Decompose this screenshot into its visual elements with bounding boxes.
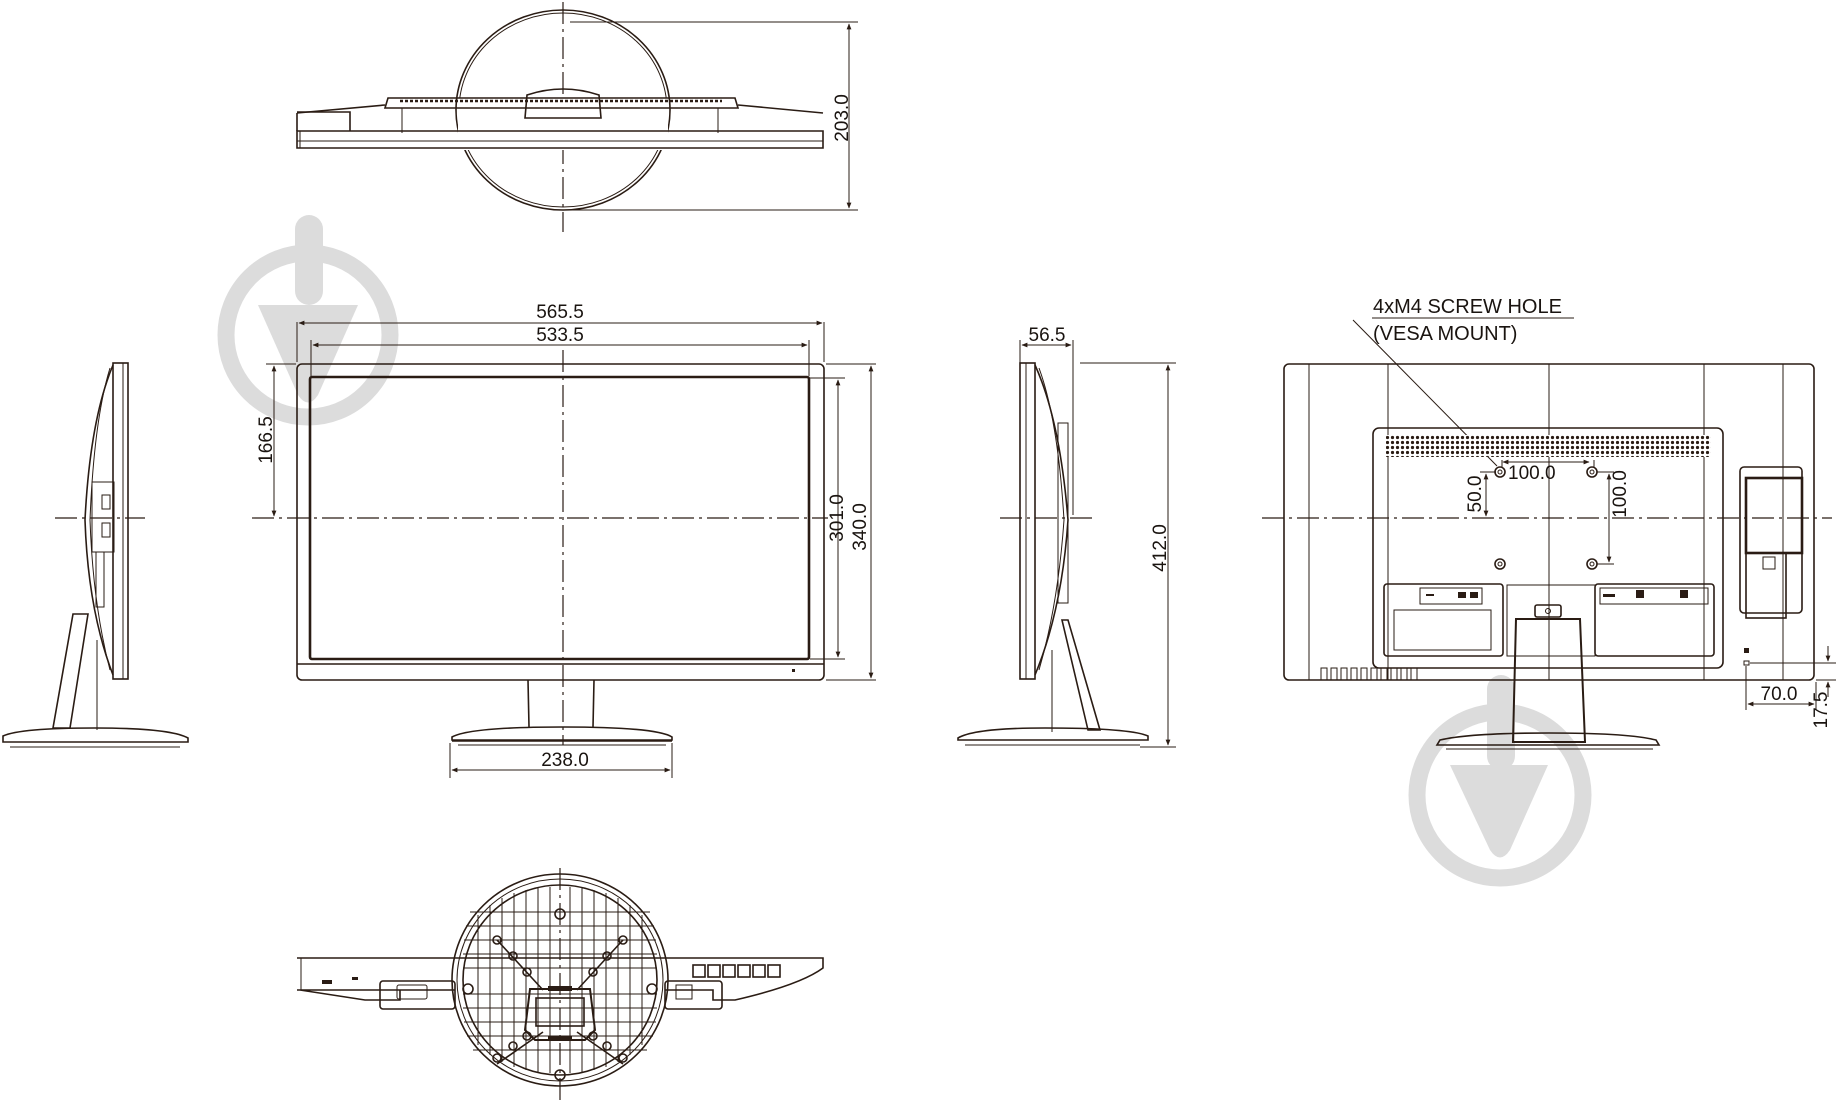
hdmi-port-icon	[1458, 592, 1478, 598]
right-side-view: 56.5 412.0	[957, 325, 1176, 748]
kensington-lock-icon	[1743, 648, 1750, 666]
dim-overall-height: 412.0	[1150, 524, 1171, 572]
vga-port-icon	[1636, 590, 1688, 598]
dim-center-height: 166.5	[256, 416, 277, 464]
dim-top-depth: 203.0	[832, 94, 853, 142]
vesa-hole-icon	[1494, 558, 1506, 570]
watermark-icon	[1408, 675, 1592, 887]
bottom-ports	[692, 964, 781, 978]
vesa-mount-label: (VESA MOUNT)	[1373, 323, 1517, 345]
screw-hole-label: 4xM4 SCREW HOLE	[1373, 296, 1562, 318]
vesa-hole-icon	[1586, 466, 1598, 478]
dim-overall-width: 565.5	[536, 302, 584, 323]
left-side-view	[2, 362, 189, 748]
dvi-port-icon	[1603, 594, 1615, 597]
watermark-icon	[217, 215, 399, 426]
rear-view: 4xM4 SCREW HOLE (VESA MOUNT) 100.0 50.0 …	[1262, 296, 1836, 750]
bottom-view	[297, 868, 824, 1104]
dim-vesa-offset: 50.0	[1465, 476, 1486, 513]
control-buttons	[1320, 667, 1418, 681]
dim-lock-offset-x: 70.0	[1761, 684, 1798, 705]
dim-base-width: 238.0	[541, 750, 589, 771]
vesa-hole-icon	[1494, 466, 1506, 478]
vesa-hole-icon	[1586, 558, 1598, 570]
dim-lock-offset-y: 17.5	[1811, 692, 1832, 729]
dim-panel-depth: 56.5	[1029, 325, 1066, 346]
usb-port-icon	[1426, 594, 1434, 596]
dim-vesa-vertical: 100.0	[1610, 470, 1631, 518]
front-view: 565.5 533.5 166.5 301.0 340.0 238.0	[252, 302, 876, 778]
dim-vesa-horizontal: 100.0	[1508, 463, 1556, 484]
dim-screen-height: 301.0	[827, 494, 848, 542]
dim-panel-height: 340.0	[850, 503, 871, 551]
top-view: 203.0	[296, 2, 858, 232]
dim-screen-width: 533.5	[536, 325, 584, 346]
